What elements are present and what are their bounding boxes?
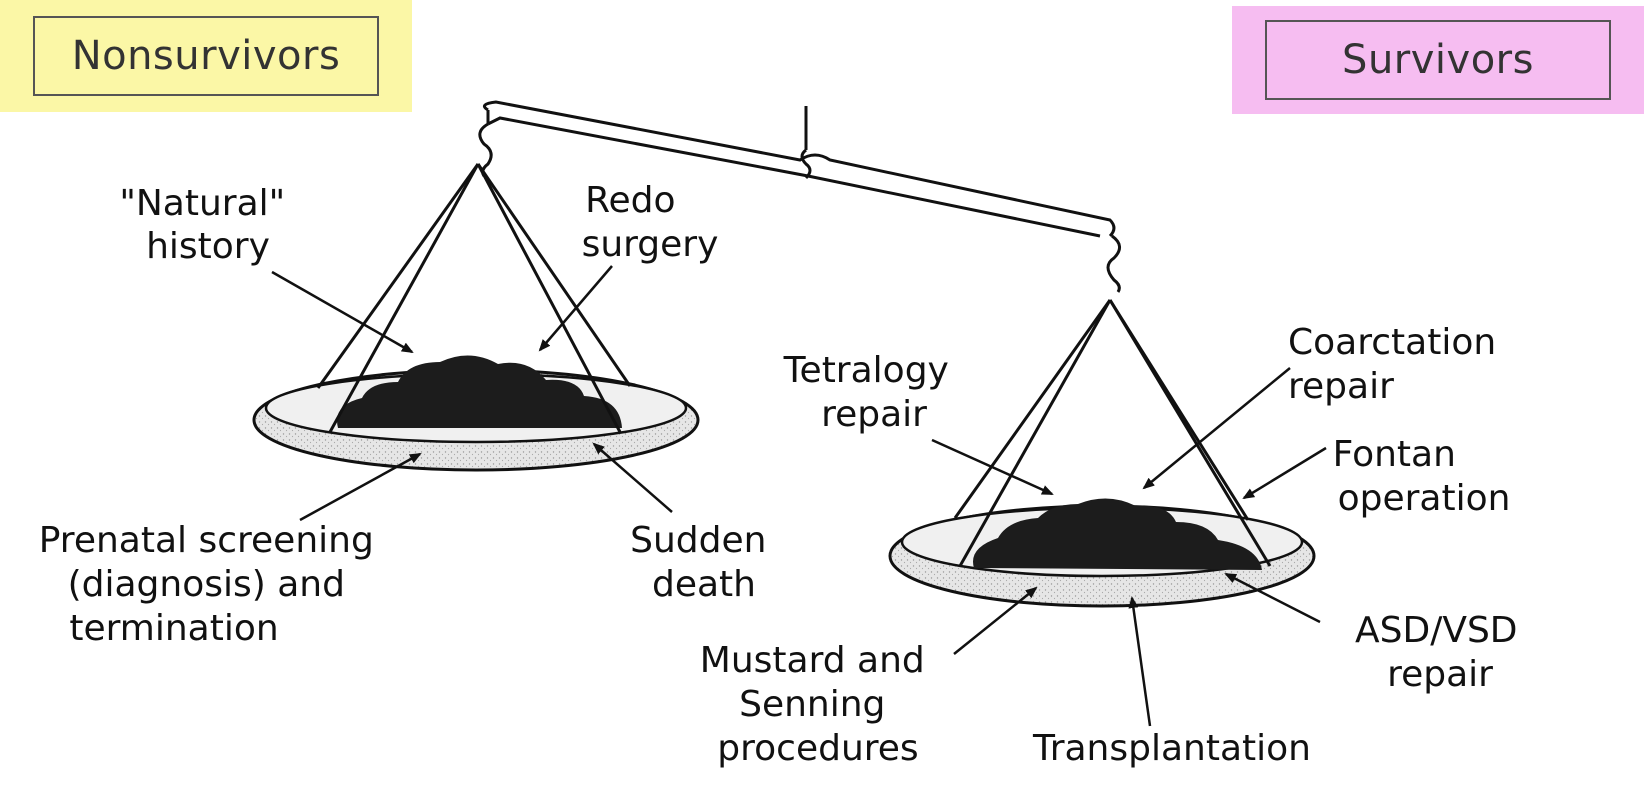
right-hook [1108,236,1120,292]
fontan-operation-arrow [1244,448,1326,498]
redo-surgery-arrow [540,266,612,350]
fontan-operation-label: Fontan operation [1333,434,1511,519]
mustard-senning-label: Mustard and Senning procedures [700,640,936,769]
prenatal-screening-label: Prenatal screening (diagnosis) and termi… [39,520,386,649]
scale-beam [480,102,1120,292]
right-pan [890,300,1314,606]
coarctation-repair-label: Coarctation repair [1288,322,1508,407]
left-pan-mass [337,355,622,428]
sudden-death-label: Sudden death [630,520,778,605]
pivot-hanger [802,106,810,178]
transplantation-arrow [1132,598,1150,726]
asd-vsd-repair-label: ASD/VSD repair [1355,610,1529,695]
transplantation-label: Transplantation [1032,728,1311,769]
redo-surgery-label: Redo surgery [582,180,719,265]
natural-history-label: "Natural" history [119,183,296,267]
tetralogy-repair-arrow [932,440,1052,494]
tetralogy-repair-label: Tetralogy repair [783,350,961,435]
beam-top-edge [484,102,1114,236]
beam-bottom-edge [488,118,1100,236]
